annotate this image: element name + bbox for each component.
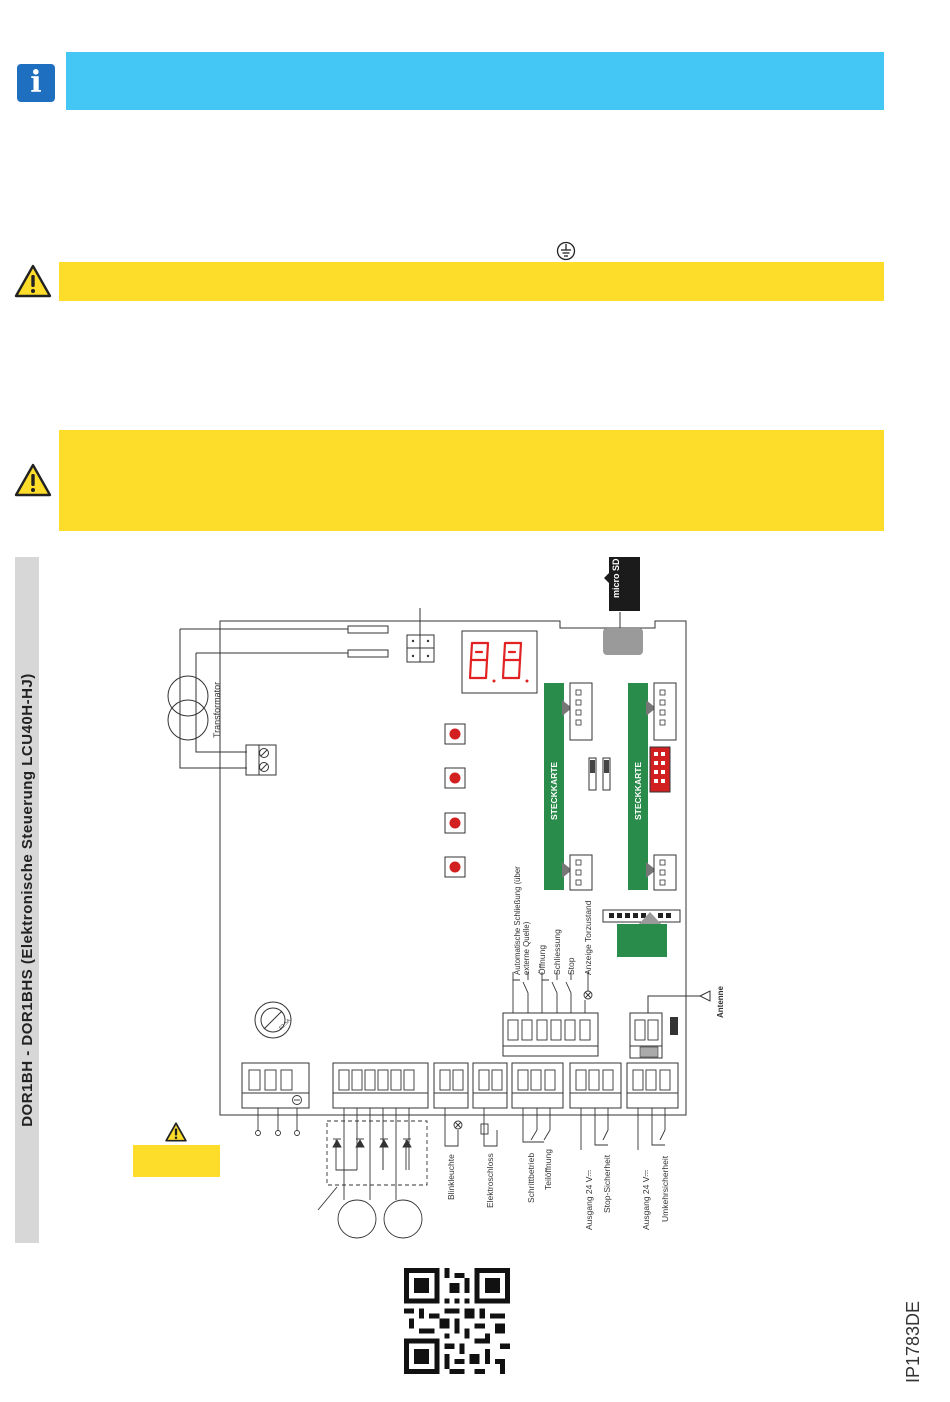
label-stop: Stop <box>566 957 576 976</box>
label-reverse-safety: Umkehrsicherheit <box>660 1155 670 1222</box>
label-flashing-light: Blinkleuchte <box>446 1154 456 1200</box>
label-partial-open: Teilöffnung <box>543 1149 553 1190</box>
warning-icon <box>14 264 52 298</box>
label-opening: Öffnung <box>537 944 547 975</box>
label-electric-lock: Elektroschloss <box>485 1153 495 1208</box>
display-digits <box>468 641 523 680</box>
info-icon: i <box>17 64 55 102</box>
antenna-icon <box>698 990 711 1002</box>
transformer-lead-2 <box>347 649 389 658</box>
segment-display <box>461 630 538 694</box>
qr-code <box>404 1268 510 1374</box>
warning-icon <box>165 1122 187 1142</box>
side-label-bar: DOR1BH - DOR1BHS (Elektronische Steuerun… <box>15 557 39 1243</box>
microsd-label: micro SD <box>611 558 621 598</box>
label-step: Schrittbetrieb <box>526 1152 536 1203</box>
warning-banner <box>59 430 884 531</box>
power-warning-banner <box>133 1145 220 1177</box>
label-closing: Schliessung <box>552 929 562 975</box>
radio-module <box>617 924 667 957</box>
label-stop-safety: Stop-Sicherheit <box>602 1154 612 1213</box>
input-terminal-block <box>502 1012 599 1047</box>
steckkarte-1 <box>544 683 564 890</box>
document-code: IP1783DE <box>903 1300 923 1384</box>
transformer-coil-2 <box>167 699 209 741</box>
transformer-connector <box>245 744 277 776</box>
sd-slot <box>603 628 643 655</box>
motor-1 <box>337 1199 377 1239</box>
board-outline <box>219 620 687 1116</box>
push-buttons <box>444 723 466 878</box>
steckkarte-2-label: STECKKARTE <box>633 761 643 820</box>
label-gate-status: Anzeige Torzustand <box>583 900 593 975</box>
warning-banner <box>59 262 884 301</box>
label-output-24v-2: Ausgang 24 V⎓ <box>641 1169 651 1230</box>
microsd-card-icon <box>604 557 640 611</box>
dip-switches <box>588 757 611 791</box>
fuse-holder <box>254 1001 292 1039</box>
warning-icon <box>14 463 52 497</box>
transformer-coil-1 <box>167 675 209 717</box>
steckkarte-2 <box>628 683 648 890</box>
wiring-diagram: micro SD F2.5A <box>167 557 711 1239</box>
earth-ground-icon <box>556 241 576 261</box>
label-auto-close: Automatische Schließung (über externe Qu… <box>513 866 531 975</box>
label-output-24v-1: Ausgang 24 V⎓ <box>584 1169 594 1230</box>
info-banner <box>66 52 884 110</box>
red-connector <box>649 746 671 793</box>
transformer-label: Transformator <box>212 681 222 738</box>
steckkarte-1-label: STECKKARTE <box>549 761 559 820</box>
antenna-label: Antenne <box>716 986 725 1018</box>
motor-2 <box>383 1199 423 1239</box>
transformer-lead-1 <box>347 625 389 634</box>
